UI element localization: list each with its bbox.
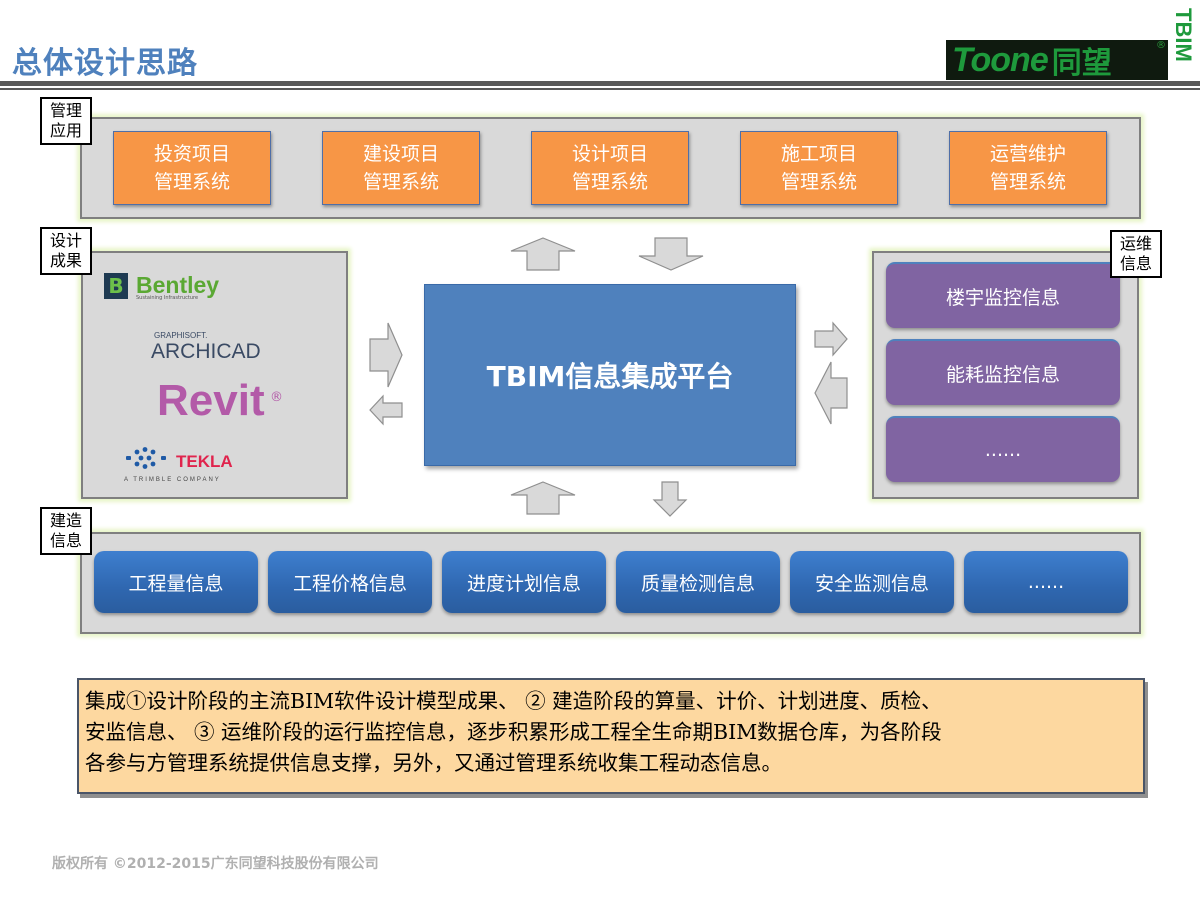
- building-monitoring-box[interactable]: 楼宇监控信息: [886, 262, 1120, 328]
- summary-line: 集成①设计阶段的主流BIM软件设计模型成果、 ② 建造阶段的算量、计价、计划进度…: [85, 689, 942, 713]
- tbim-brand: TBIM: [1171, 8, 1196, 62]
- registered-mark: ®: [1156, 40, 1166, 51]
- archicad-logo: ARCHICAD: [151, 340, 261, 363]
- toone-logo: Toone 同望: [946, 40, 1168, 81]
- revit-logo: Revit: [157, 376, 265, 425]
- label-line: 成果: [49, 251, 82, 270]
- box-line: 建设项目: [362, 143, 439, 165]
- box-line: 管理系统: [571, 171, 648, 193]
- arrow-down-icon: [638, 237, 704, 271]
- summary-box: 集成①设计阶段的主流BIM软件设计模型成果、 ② 建造阶段的算量、计价、计划进度…: [77, 678, 1145, 794]
- page-title: 总体设计思路: [12, 46, 198, 81]
- label-line: 设计: [49, 231, 82, 250]
- safety-monitoring-box[interactable]: 安全监测信息: [790, 551, 954, 613]
- management-layer-label: 管理 应用: [40, 97, 92, 145]
- box-line: 投资项目: [153, 143, 230, 165]
- construction-project-system-box[interactable]: 建设项目管理系统: [322, 131, 480, 205]
- design-layer-label: 设计 成果: [40, 227, 92, 275]
- bentley-b-icon: B: [104, 272, 128, 299]
- arrow-left-icon: [814, 361, 848, 425]
- copyright-footer: 版权所有 ©2012-2015广东同望科技股份有限公司: [52, 856, 379, 872]
- arrow-right-icon: [814, 321, 848, 357]
- box-line: 施工项目: [780, 143, 857, 165]
- header-divider: [0, 81, 1200, 86]
- label-line: 建造: [49, 511, 82, 530]
- design-project-system-box[interactable]: 设计项目管理系统: [531, 131, 689, 205]
- energy-monitoring-box[interactable]: 能耗监控信息: [886, 339, 1120, 405]
- tbim-platform-box[interactable]: TBIM信息集成平台: [424, 284, 796, 466]
- price-info-box[interactable]: 工程价格信息: [268, 551, 432, 613]
- more-construction-box[interactable]: ......: [964, 551, 1128, 613]
- arrow-up-icon: [510, 481, 576, 515]
- schedule-info-box[interactable]: 进度计划信息: [442, 551, 606, 613]
- bentley-logo: B Bentley: [104, 272, 219, 299]
- tekla-tagline: A TRIMBLE COMPANY: [124, 477, 221, 483]
- header-divider-thin: [0, 88, 1200, 90]
- graphisoft-label: GRAPHISOFT.: [154, 331, 208, 340]
- construction-layer-label: 建造 信息: [40, 507, 92, 555]
- label-line: 管理: [49, 101, 82, 120]
- label-line: 应用: [49, 121, 82, 140]
- summary-line: 安监信息、 ③ 运维阶段的运行监控信息，逐步积累形成工程全生命期BIM数据仓库，…: [85, 720, 942, 744]
- operations-layer-label: 运维 信息: [1110, 230, 1162, 278]
- box-line: 运营维护: [989, 143, 1066, 165]
- tekla-logo: TEKLA: [176, 452, 233, 471]
- more-operations-box[interactable]: ......: [886, 416, 1120, 482]
- summary-line: 各参与方管理系统提供信息支撑，另外，又通过管理系统收集工程动态信息。: [85, 751, 782, 775]
- logo-text: Toone: [952, 40, 1049, 79]
- label-line: 运维: [1119, 234, 1152, 253]
- arrow-down-icon: [652, 481, 688, 517]
- revit-registered-mark: ®: [270, 390, 283, 405]
- bentley-name: Bentley: [136, 272, 220, 298]
- operations-system-box[interactable]: 运营维护管理系统: [949, 131, 1107, 205]
- quantity-info-box[interactable]: 工程量信息: [94, 551, 258, 613]
- tekla-dots-icon: [126, 447, 166, 469]
- logo-cn: 同望: [1051, 46, 1112, 81]
- quality-inspection-box[interactable]: 质量检测信息: [616, 551, 780, 613]
- bentley-tagline: Sustaining Infrastructure: [136, 295, 199, 301]
- arrow-left-icon: [369, 394, 403, 426]
- box-line: 管理系统: [989, 171, 1066, 193]
- arrow-up-icon: [510, 237, 576, 271]
- investment-system-box[interactable]: 投资项目管理系统: [113, 131, 271, 205]
- building-project-system-box[interactable]: 施工项目管理系统: [740, 131, 898, 205]
- box-line: 管理系统: [780, 171, 857, 193]
- label-line: 信息: [49, 531, 82, 550]
- box-line: 管理系统: [153, 171, 230, 193]
- arrow-right-icon: [369, 322, 403, 388]
- label-line: 信息: [1119, 254, 1152, 273]
- box-line: 设计项目: [571, 143, 648, 165]
- box-line: 管理系统: [362, 171, 439, 193]
